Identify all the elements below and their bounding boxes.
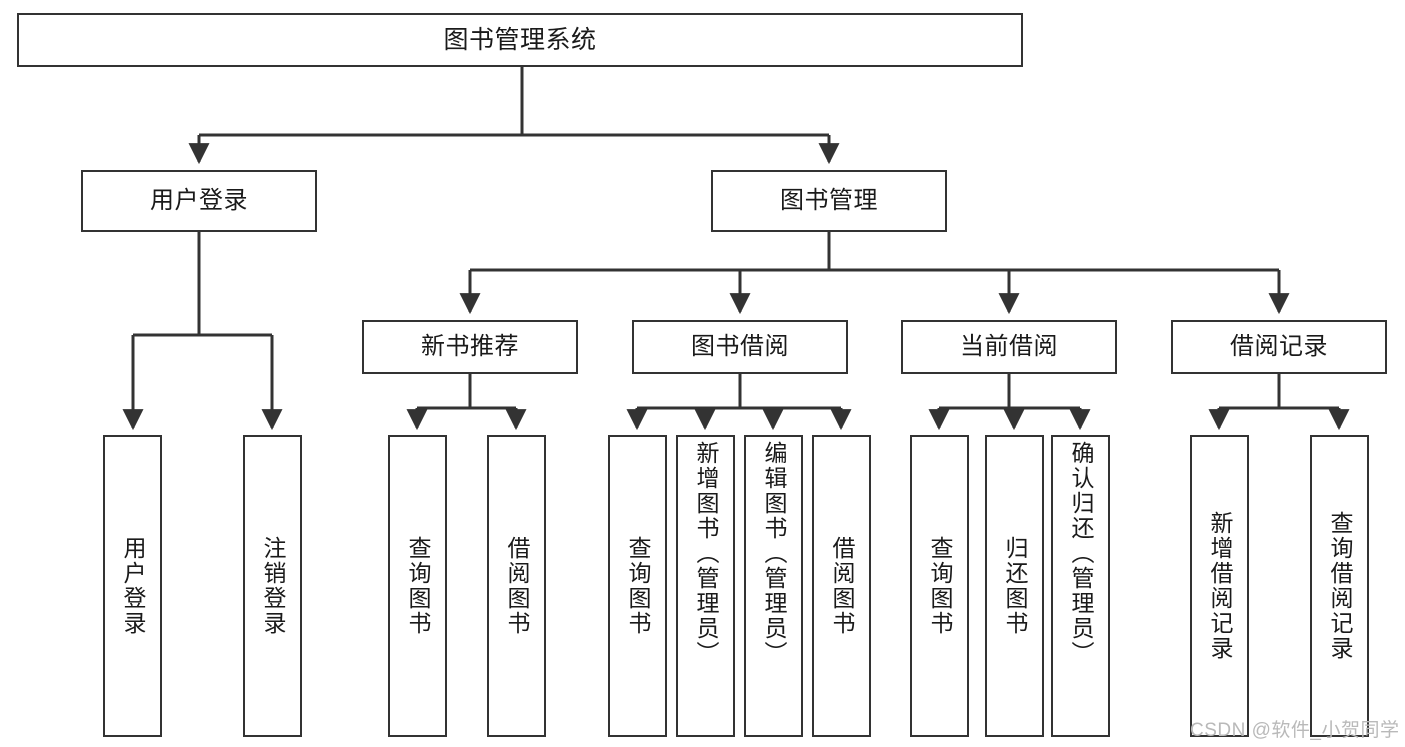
node-leaf-logout-login-label: 注销登录 [260,536,286,636]
node-leaf-query-book-1[interactable]: 查询图书 [388,435,447,737]
node-leaf-user-login[interactable]: 用户登录 [103,435,162,737]
node-current-borrow-label: 当前借阅 [960,332,1058,360]
node-leaf-query-book-2[interactable]: 查询图书 [608,435,667,737]
node-leaf-query-borrow-record-label: 查询借阅记录 [1327,511,1353,661]
node-book-management-label: 图书管理 [780,186,878,214]
node-leaf-query-book-1-label: 查询图书 [405,536,431,636]
node-leaf-edit-book-admin[interactable]: 编辑图书（管理员） [744,435,803,737]
node-leaf-edit-book-admin-label: 编辑图书（管理员） [761,441,787,666]
node-book-borrow[interactable]: 图书借阅 [632,320,848,374]
node-book-management[interactable]: 图书管理 [711,170,947,232]
node-leaf-return-book[interactable]: 归还图书 [985,435,1044,737]
node-leaf-user-login-label: 用户登录 [120,536,146,636]
node-leaf-return-book-label: 归还图书 [1002,536,1028,636]
node-root[interactable]: 图书管理系统 [17,13,1023,67]
node-book-borrow-label: 图书借阅 [691,332,789,360]
node-borrow-record-label: 借阅记录 [1230,332,1328,360]
node-leaf-add-borrow-record[interactable]: 新增借阅记录 [1190,435,1249,737]
node-leaf-query-book-3-label: 查询图书 [927,536,953,636]
node-leaf-borrow-book-2[interactable]: 借阅图书 [812,435,871,737]
node-leaf-borrow-book-1-label: 借阅图书 [504,536,530,636]
node-leaf-borrow-book-1[interactable]: 借阅图书 [487,435,546,737]
node-root-label: 图书管理系统 [443,26,597,54]
node-leaf-confirm-return-admin-label: 确认归还（管理员） [1068,441,1094,666]
node-new-book-recommend-label: 新书推荐 [421,332,519,360]
node-borrow-record[interactable]: 借阅记录 [1171,320,1387,374]
node-leaf-confirm-return-admin[interactable]: 确认归还（管理员） [1051,435,1110,737]
csdn-watermark: CSDN @软件_小贺同学 [1190,720,1400,741]
node-new-book-recommend[interactable]: 新书推荐 [362,320,578,374]
node-user-login-label: 用户登录 [150,186,248,214]
node-leaf-add-book-admin-label: 新增图书（管理员） [693,441,719,666]
node-current-borrow[interactable]: 当前借阅 [901,320,1117,374]
node-leaf-add-borrow-record-label: 新增借阅记录 [1207,511,1233,661]
node-leaf-logout-login[interactable]: 注销登录 [243,435,302,737]
node-leaf-add-book-admin[interactable]: 新增图书（管理员） [676,435,735,737]
node-leaf-borrow-book-2-label: 借阅图书 [829,536,855,636]
node-user-login[interactable]: 用户登录 [81,170,317,232]
node-leaf-query-borrow-record[interactable]: 查询借阅记录 [1310,435,1369,737]
node-leaf-query-book-2-label: 查询图书 [625,536,651,636]
node-leaf-query-book-3[interactable]: 查询图书 [910,435,969,737]
